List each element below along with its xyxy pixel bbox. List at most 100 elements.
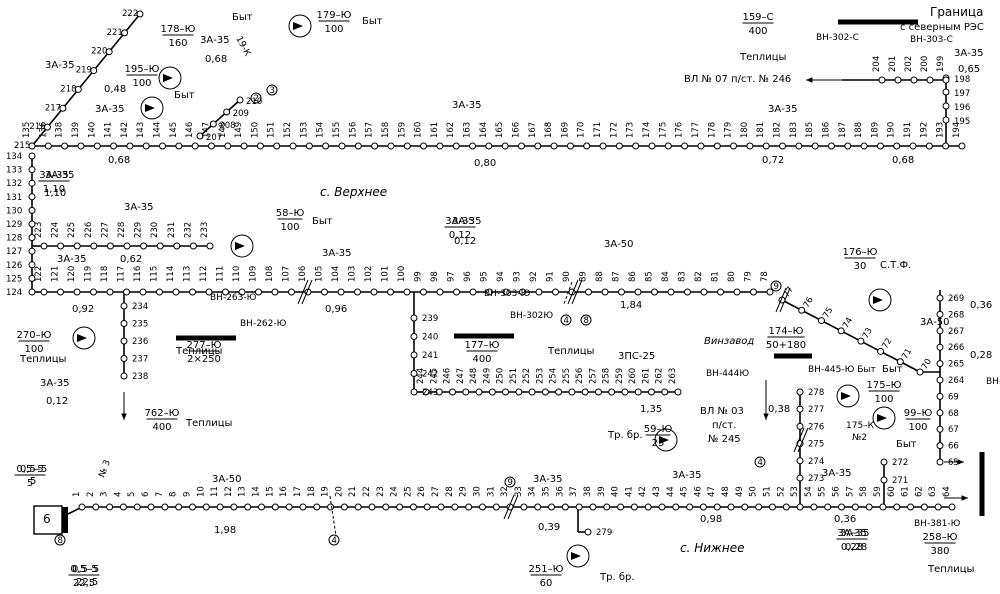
pole-number: 164 — [479, 122, 489, 138]
pole-marker — [697, 142, 705, 150]
pole-number: 210 — [246, 97, 262, 107]
pole-number: 274 — [808, 457, 824, 467]
pole-marker — [615, 142, 623, 150]
transformer-symbol-icon — [77, 334, 87, 342]
pole-number: 249 — [482, 368, 492, 384]
pole-marker — [238, 288, 246, 296]
pole-number: 92 — [529, 271, 539, 282]
pole-marker — [664, 142, 672, 150]
line-label: 0,36 — [970, 300, 992, 311]
pole-number: 226 — [84, 222, 94, 238]
pole-marker — [436, 142, 444, 150]
pole-marker — [684, 288, 691, 296]
pole-number: 30 — [472, 486, 482, 497]
pole-number: 160 — [414, 122, 424, 138]
pole-marker — [583, 142, 591, 150]
line-label: Быт — [312, 216, 333, 227]
pole-marker — [617, 503, 625, 511]
pole-marker — [28, 179, 36, 187]
pole-number: 176 — [675, 122, 685, 138]
pole-marker — [634, 388, 642, 396]
pole-marker — [608, 388, 616, 396]
pole-marker — [121, 29, 129, 37]
line-label: 22,5 — [76, 577, 98, 588]
pole-number: 148 — [218, 122, 228, 138]
pole-number: 24 — [390, 486, 400, 497]
disconnector-label: ВН-262-Ю — [240, 319, 287, 329]
pole-marker — [409, 503, 417, 511]
rotated-label: 19-К — [233, 35, 252, 59]
pole-number: 29 — [459, 486, 469, 497]
pole-marker — [926, 76, 934, 84]
pole-number: 204 — [872, 56, 882, 72]
pole-number: 14 — [252, 486, 262, 497]
pole-marker — [824, 503, 832, 511]
fraction-den: 160 — [168, 38, 187, 49]
pole-number: 141 — [104, 122, 114, 138]
line-label: Теплицы — [19, 354, 66, 365]
pole-marker — [796, 405, 804, 413]
rotated-label: № 3 — [97, 459, 113, 479]
pole-marker — [798, 306, 806, 314]
pole-marker — [403, 142, 411, 150]
pole-number: 22 — [362, 486, 372, 497]
pole-number: 64 — [942, 486, 952, 497]
pole-number: 91 — [546, 271, 556, 282]
pole-marker — [860, 142, 868, 150]
line-label: 0,92 — [72, 304, 94, 315]
pole-marker — [658, 503, 666, 511]
pole-number: 234 — [132, 302, 148, 312]
line-label: Быт — [232, 12, 253, 23]
pole-number: 136 — [38, 122, 48, 138]
pole-number: 235 — [132, 320, 148, 330]
pole-marker — [119, 503, 127, 511]
pole-marker — [552, 288, 559, 296]
line-label: 1,10 — [44, 188, 66, 199]
pole-number: 175 — [658, 122, 668, 138]
pole-number: 128 — [6, 234, 22, 244]
pole-marker — [147, 503, 155, 511]
pole-marker — [28, 288, 36, 296]
section-breaker-icon — [503, 494, 515, 520]
transformer-symbol-icon — [145, 104, 155, 112]
pole-number: 85 — [645, 271, 655, 282]
pole-marker — [893, 503, 901, 511]
pole-number: 13 — [238, 486, 248, 497]
transformer-symbol-icon — [293, 22, 303, 30]
pole-marker — [958, 142, 966, 150]
pole-number: 138 — [55, 122, 65, 138]
pole-number: 69 — [948, 392, 959, 402]
pole-marker — [327, 503, 335, 511]
pole-marker — [420, 142, 428, 150]
pole-marker — [123, 288, 130, 296]
pole-number: 252 — [522, 368, 532, 384]
pole-number: 232 — [183, 222, 193, 238]
pole-marker — [601, 288, 609, 296]
line-label: 3А-35 — [452, 216, 482, 227]
pole-marker — [879, 503, 887, 511]
fraction-label: 3А-351,10 — [38, 170, 70, 195]
pole-marker — [876, 142, 884, 150]
pole-number: 133 — [6, 166, 22, 176]
pole-number: 107 — [282, 266, 292, 282]
pole-number: 74 — [841, 316, 855, 330]
pole-number: 20 — [334, 486, 344, 497]
pole-marker — [630, 503, 638, 511]
circle-mark-number: 4 — [758, 458, 763, 468]
pole-marker — [289, 142, 297, 150]
pole-number: 228 — [117, 222, 127, 238]
circle-mark-number: 8 — [584, 316, 589, 326]
pole-number: 130 — [6, 206, 22, 216]
pole-number: 273 — [808, 474, 824, 484]
line-label: 0,5–5 — [20, 464, 47, 475]
disconnector-label: ВН-303-Ю — [484, 289, 531, 299]
pole-number: 57 — [845, 486, 855, 497]
pole-marker — [827, 142, 835, 150]
pole-number: 36 — [555, 486, 565, 497]
pole-marker — [534, 503, 542, 511]
pole-number: 66 — [948, 442, 959, 452]
pole-number: 46 — [693, 486, 703, 497]
pole-marker — [686, 503, 694, 511]
